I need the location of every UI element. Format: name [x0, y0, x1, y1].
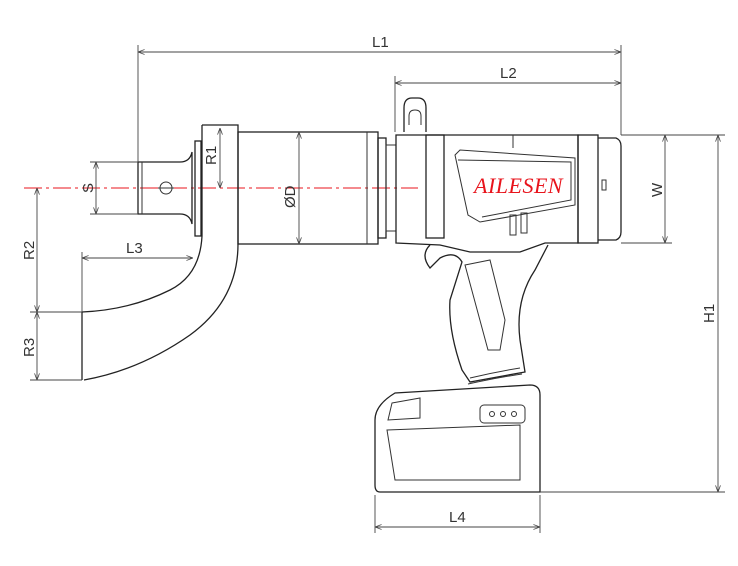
dim-label-l1: L1	[372, 34, 389, 51]
dim-label-l2: L2	[500, 65, 517, 82]
dim-label-r2: R2	[21, 241, 38, 260]
dim-label-r1: R1	[203, 146, 220, 165]
reaction-arm	[81, 124, 239, 381]
battery-pack	[374, 384, 541, 493]
brand-logo: AILESEN	[472, 173, 564, 198]
dim-label-l3: L3	[126, 240, 143, 257]
motor-housing	[395, 97, 622, 253]
handle	[424, 244, 549, 385]
dim-label-w: W	[649, 182, 666, 197]
dim-label-s: S	[80, 183, 97, 193]
dimension-lines	[30, 45, 725, 533]
dim-label-h1: H1	[701, 304, 718, 323]
dim-label-r3: R3	[21, 338, 38, 357]
dim-label-od: ØD	[282, 185, 299, 208]
dim-label-l4: L4	[449, 509, 466, 526]
square-drive	[137, 140, 202, 237]
